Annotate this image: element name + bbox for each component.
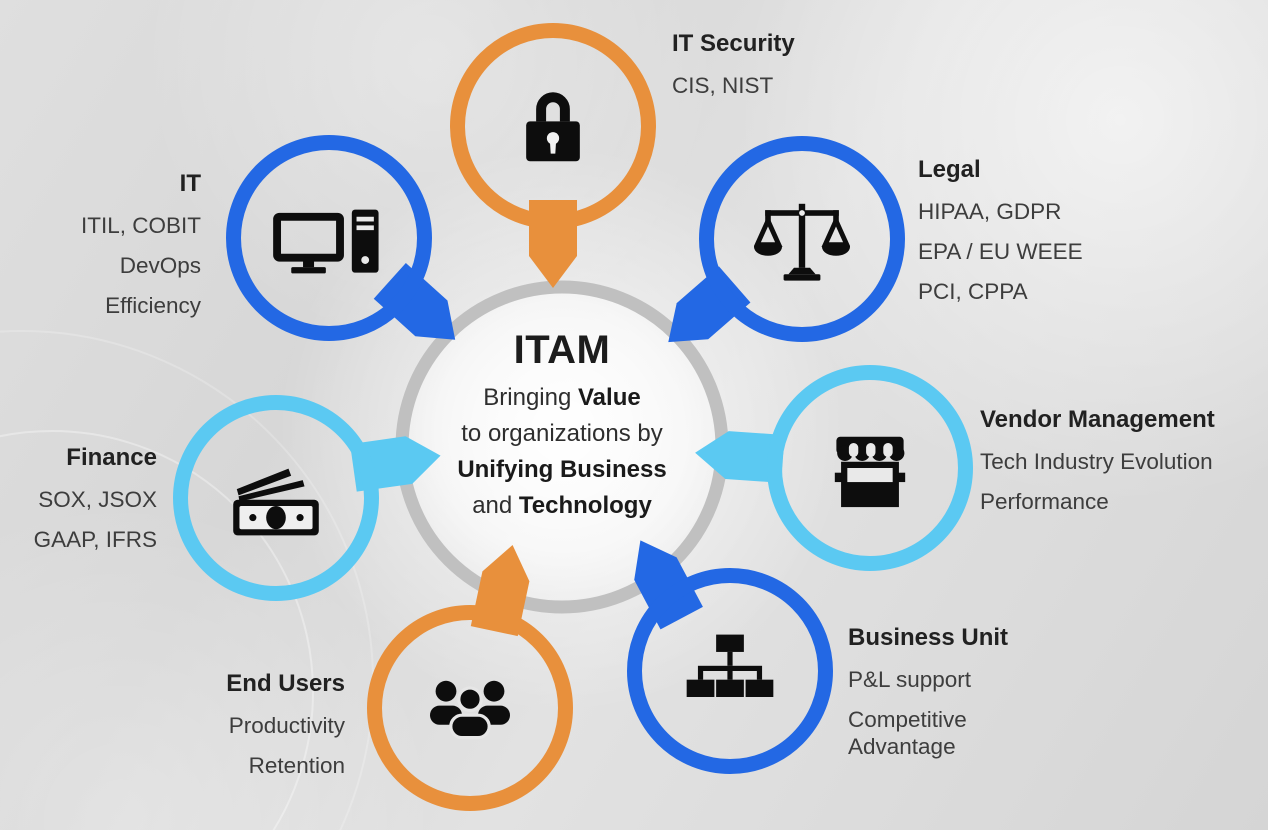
end-users-label: End Users	[226, 670, 345, 697]
computer-icon	[273, 209, 379, 274]
it-circle	[226, 135, 432, 341]
legal-circle	[699, 136, 905, 342]
vendor-management-item: Performance	[980, 489, 1109, 515]
center-line: and Technology	[402, 488, 722, 524]
finance-item: SOX, JSOX	[38, 486, 157, 512]
it-text: IT ITIL, COBIT DevOps Efficiency	[41, 170, 201, 333]
center-line: to organizations by	[461, 420, 663, 447]
end-users-text: End Users Productivity Retention	[125, 670, 345, 792]
legal-text: Legal HIPAA, GDPR EPA / EU WEEE PCI, CPP…	[918, 156, 1218, 319]
money-icon	[233, 468, 319, 536]
it-item: DevOps	[119, 253, 201, 279]
finance-circle	[173, 395, 379, 601]
storefront-icon	[834, 436, 906, 508]
business-unit-item: P&L support	[848, 666, 971, 692]
vendor-management-text: Vendor Management Tech Industry Evolutio…	[980, 406, 1250, 528]
finance-item: GAAP, IFRS	[33, 527, 157, 553]
business-unit-label: Business Unit	[848, 624, 1009, 651]
it-security-text: IT Security CIS, NIST	[672, 30, 972, 112]
it-item: Efficiency	[105, 293, 201, 319]
legal-label: Legal	[918, 156, 981, 183]
legal-item: PCI, CPPA	[918, 279, 1028, 305]
center-hub-text: ITAM Bringing Value to organizations by …	[402, 326, 722, 524]
it-item: ITIL, COBIT	[80, 212, 201, 238]
vendor-management-arrow	[695, 431, 785, 483]
center-line-bold: Technology	[518, 492, 652, 519]
org-chart-icon	[686, 634, 774, 697]
finance-text: Finance SOX, JSOX GAAP, IFRS	[7, 444, 157, 566]
business-unit-item: Competitive Advantage	[848, 707, 967, 760]
end-users-circle	[367, 605, 573, 811]
end-users-item: Retention	[248, 753, 345, 779]
vendor-management-circle	[767, 365, 973, 571]
legal-item: HIPAA, GDPR	[918, 198, 1062, 224]
center-line-normal: and	[472, 492, 519, 519]
finance-label: Finance	[66, 444, 157, 471]
center-line-bold: Value	[578, 384, 641, 411]
center-line: Unifying Business	[402, 452, 722, 488]
lock-icon	[526, 92, 580, 162]
center-title: ITAM	[513, 328, 611, 372]
scales-icon	[754, 203, 850, 281]
vendor-management-label: Vendor Management	[980, 406, 1215, 433]
center-line-normal: Bringing	[483, 384, 578, 411]
vendor-management-item: Tech Industry Evolution	[980, 448, 1213, 474]
end-users-item: Productivity	[228, 712, 345, 738]
it-security-circle	[450, 23, 656, 229]
it-security-label: IT Security	[672, 30, 795, 57]
it-label: IT	[179, 170, 201, 197]
business-unit-circle	[627, 568, 833, 774]
it-security-item: CIS, NIST	[672, 72, 774, 98]
people-icon	[430, 680, 510, 740]
center-line: Bringing Value	[402, 380, 722, 416]
center-line-bold: Unifying Business	[457, 456, 667, 483]
legal-item: EPA / EU WEEE	[918, 239, 1083, 265]
business-unit-text: Business Unit P&L support Competitive Ad…	[848, 624, 1023, 774]
